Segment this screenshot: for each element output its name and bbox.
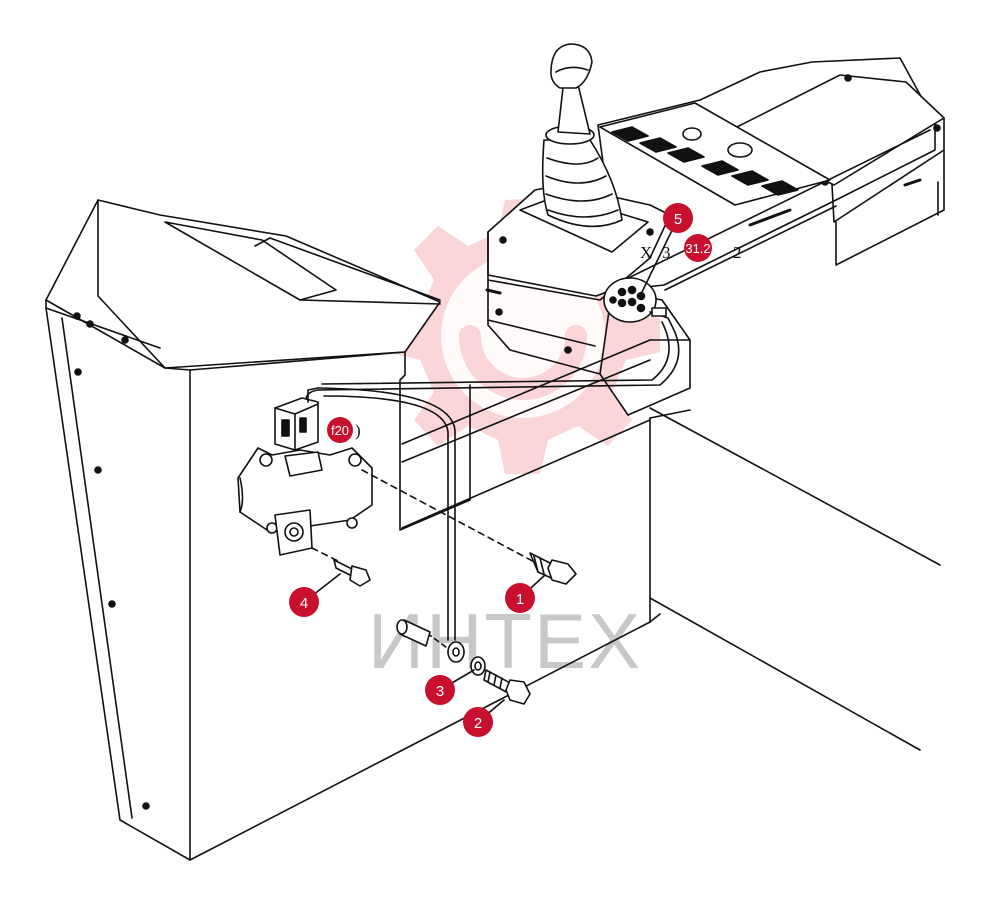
bolt-4 bbox=[333, 559, 371, 587]
watermark-text: ИНТЕХ bbox=[368, 597, 642, 685]
fuse-code-badge bbox=[327, 417, 353, 443]
connector-label-3: 3 bbox=[662, 243, 671, 262]
svg-text:5: 5 bbox=[674, 211, 682, 228]
connector-label-2: 2 bbox=[733, 243, 742, 262]
watermark-gear-inner bbox=[459, 325, 587, 400]
fuse-paren: ) bbox=[355, 421, 361, 440]
callout-4: 4 bbox=[289, 587, 319, 617]
connector-code: 31.2 bbox=[685, 241, 710, 256]
washer-3 bbox=[470, 656, 486, 676]
left-cabinet bbox=[45, 199, 941, 861]
bolt-1 bbox=[529, 552, 577, 585]
fuse-code: f20 bbox=[331, 423, 349, 438]
connector-label-x: X bbox=[640, 243, 652, 262]
joystick-cable bbox=[304, 325, 680, 405]
callout-2: 2 bbox=[463, 707, 493, 737]
callout-5: 5 bbox=[663, 203, 693, 233]
ground-cable bbox=[317, 387, 456, 641]
joystick-housing bbox=[485, 43, 691, 416]
watermark-gear-hole bbox=[441, 254, 605, 418]
svg-text:4: 4 bbox=[300, 595, 308, 612]
svg-text:1: 1 bbox=[516, 591, 524, 608]
joystick-cable-inner bbox=[321, 321, 670, 385]
callout-3: 3 bbox=[425, 675, 455, 705]
relay-assembly bbox=[237, 387, 541, 651]
sleeve bbox=[396, 619, 431, 647]
callout-1: 1 bbox=[505, 583, 535, 613]
ground-cable-inner bbox=[323, 395, 449, 641]
ring-terminal bbox=[447, 641, 465, 663]
svg-text:3: 3 bbox=[436, 683, 444, 700]
bolt-2 bbox=[483, 669, 531, 705]
svg-text:2: 2 bbox=[474, 715, 482, 732]
connector-code-badge bbox=[684, 234, 712, 262]
